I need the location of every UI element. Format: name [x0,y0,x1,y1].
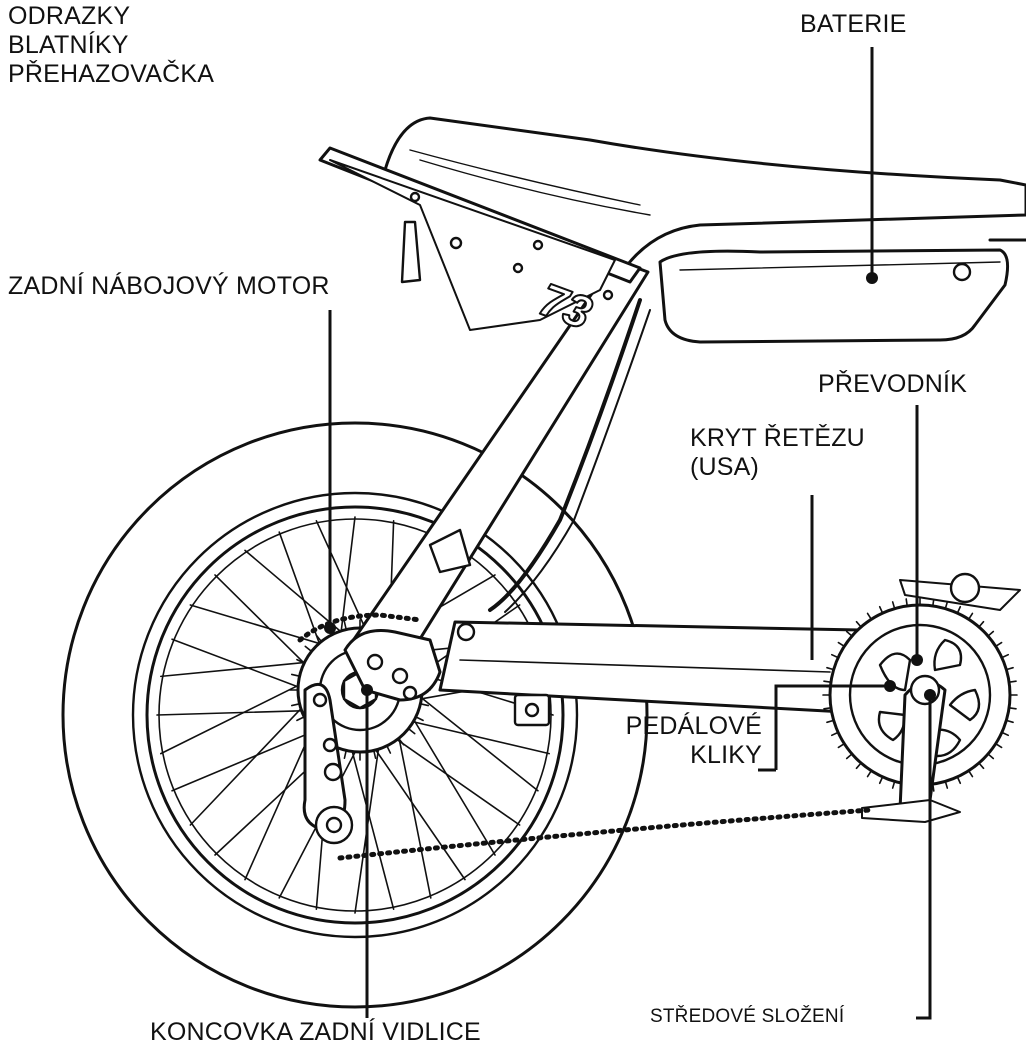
label-chain-guard-line1: KRYT ŘETĚZU [690,424,865,452]
tooth [994,641,1003,648]
tooth [304,645,313,653]
label-chain-guard-line2: (USA) [690,453,760,481]
label-chain-guard: KRYT ŘETĚZU (USA) [690,424,865,482]
tooth [343,620,348,631]
tooth [1001,653,1010,659]
tooth [419,702,430,707]
tooth [987,630,995,637]
spoke [338,516,356,646]
rear-rack [318,146,642,331]
spoke [315,520,372,643]
spoke [399,718,550,755]
tooth [845,753,853,760]
tooth [956,605,962,614]
tooth [891,601,896,610]
tooth [290,673,301,678]
label-bottom-bracket: STŘEDOVÉ SLOŽENÍ [650,1006,845,1027]
rear-rim [145,505,565,925]
label-reflectors: ODRAZKY [8,2,131,30]
spoke [160,660,321,678]
spoke [367,738,466,881]
tooth [905,598,908,607]
tooth [855,762,862,770]
tooth [978,620,985,628]
crank-arm [861,572,1021,823]
tooth [826,719,835,724]
battery [658,238,1026,344]
tooth [891,780,896,789]
tooth [296,716,305,722]
spoke [214,574,315,673]
tooth [290,702,301,707]
derailleur [302,682,354,845]
label-crank-arms: PEDÁLOVÉ KLIKY [592,712,762,770]
label-rear-dropout: KONCOVKA ZADNÍ VIDLICE [150,1018,481,1046]
tooth [978,762,985,770]
tooth [837,742,846,749]
tooth [1005,666,1014,671]
spoke [405,707,496,856]
label-crank-arms-line2: KLIKY [690,741,762,769]
tooth [956,776,962,785]
callout-dots [324,272,936,701]
tooth [823,680,832,683]
tooth [1008,707,1017,710]
label-derailleur: PŘEHAZOVAČKA [8,60,215,88]
tooth [866,769,873,778]
spoke [171,725,327,792]
tooth [866,612,873,621]
callout-lines [328,47,932,1020]
tooth [855,620,862,628]
tooth [296,658,305,664]
tooth [1005,719,1014,724]
tooth [830,653,839,659]
label-fenders: BLATNÍKY [8,31,129,59]
spoke [160,678,313,755]
tooth [1001,731,1010,737]
tooth [315,634,323,643]
tooth [372,749,377,760]
rear-dropout [343,629,442,702]
label-crank-arms-line1: PEDÁLOVÉ [625,712,762,740]
tooth [994,742,1003,749]
bottom-bracket-leader [916,695,932,1020]
rear-tire-inner [131,491,579,939]
label-rear-hub-motor: ZADNÍ NÁBOJOVÝ MOTOR [8,272,330,300]
tooth [823,707,832,710]
spoke [156,709,316,716]
label-battery: BATERIE [800,10,907,38]
tooth [386,745,392,754]
tooth [826,666,835,671]
spoke [395,723,432,899]
label-chainring: PŘEVODNÍK [818,370,968,398]
tooth [944,601,949,610]
tooth [944,780,949,789]
battery-lock-icon [952,262,972,282]
spoke [189,604,335,649]
tooth [967,612,974,621]
tooth [343,749,348,760]
tooth [397,737,405,746]
tooth [967,769,974,778]
spoke [189,697,312,826]
tooth [845,630,853,637]
label-top-left: ODRAZKY BLATNÍKY PŘEHAZOVAČKA [8,2,214,89]
spoke [385,731,521,826]
tooth [878,776,884,785]
chain [297,612,873,861]
tooth [1008,680,1017,683]
tooth [830,731,839,737]
tooth [407,727,416,735]
tooth [878,605,884,614]
spoke [171,638,311,693]
rear-wheel [61,421,649,1009]
crank-arms-leader [774,684,890,770]
tooth [987,753,995,760]
tooth [415,716,424,722]
spoke [348,737,395,910]
tooth [837,641,846,648]
spoke [409,687,539,792]
